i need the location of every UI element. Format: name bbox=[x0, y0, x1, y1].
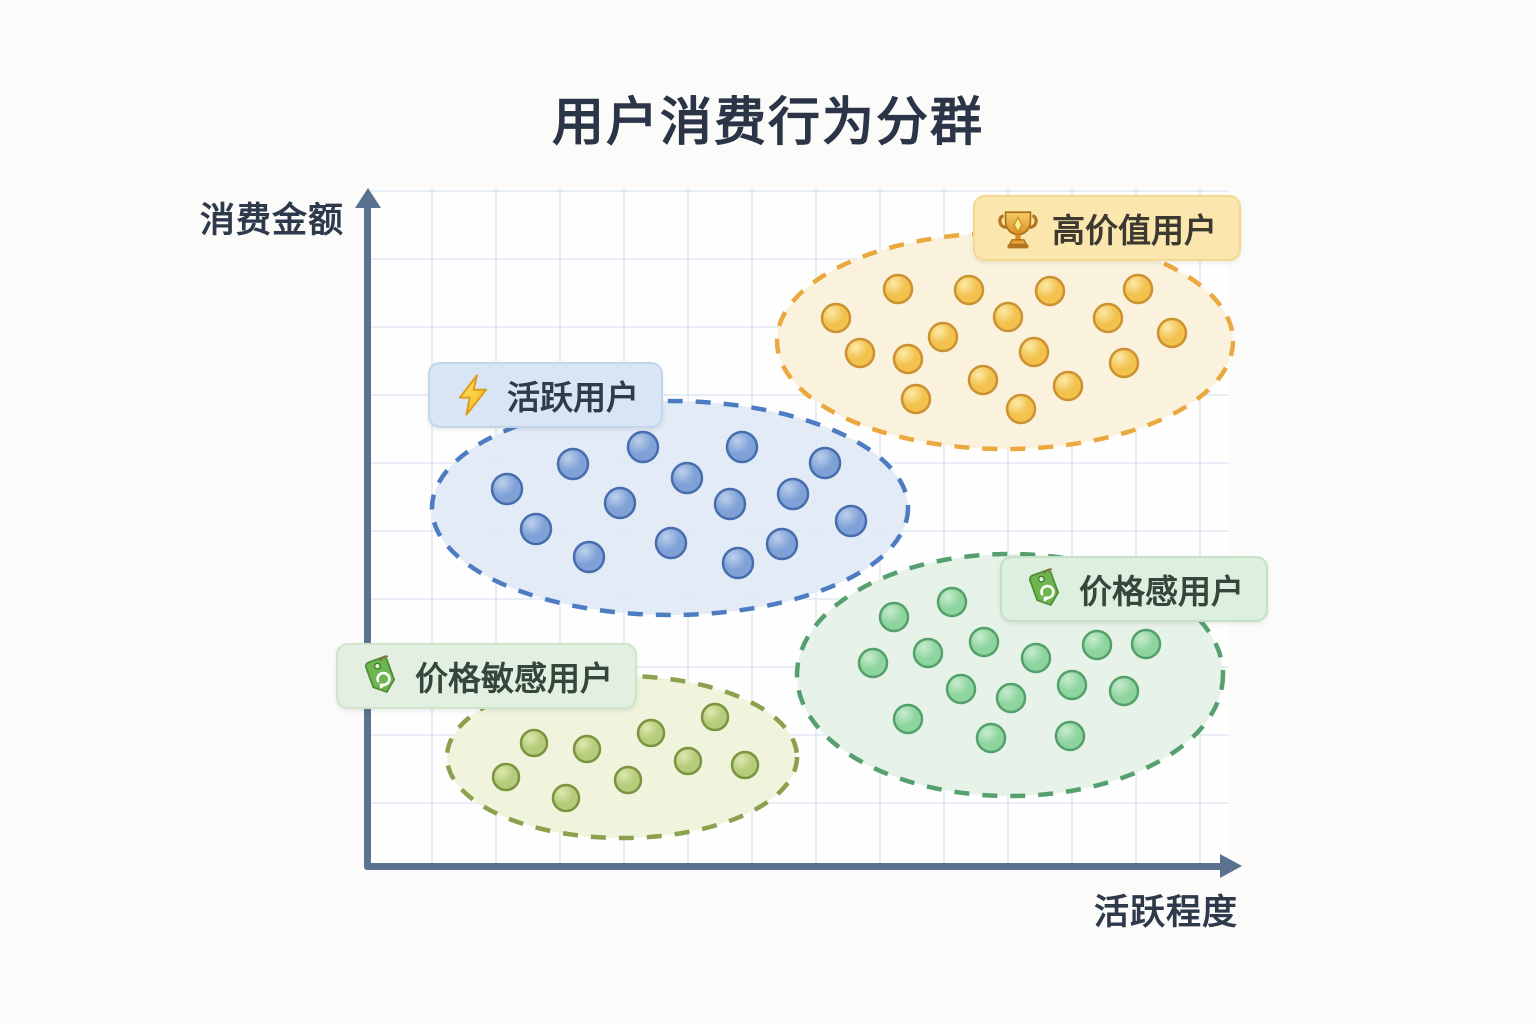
x-axis-label: 活跃程度 bbox=[1094, 893, 1239, 932]
price-tag-icon bbox=[364, 655, 396, 694]
data-point-active bbox=[721, 546, 755, 580]
y-axis-label: 消费金额 bbox=[200, 201, 345, 240]
data-point-high-value bbox=[820, 302, 852, 334]
data-point-price-sensitive bbox=[636, 718, 666, 748]
y-axis-arrow-icon bbox=[355, 188, 381, 208]
data-point-price-sense bbox=[878, 601, 910, 633]
data-point-high-value bbox=[1052, 370, 1084, 402]
data-point-active bbox=[654, 526, 688, 560]
price-tag-icon bbox=[1028, 568, 1060, 607]
data-point-high-value bbox=[900, 383, 932, 415]
data-point-price-sense bbox=[995, 682, 1027, 714]
data-point-price-sense bbox=[1081, 629, 1113, 661]
data-point-high-value bbox=[1034, 275, 1066, 307]
badge-label: 价格敏感用户 bbox=[415, 660, 613, 697]
data-point-price-sensitive bbox=[519, 728, 549, 758]
data-point-price-sense bbox=[1054, 720, 1086, 752]
data-point-active bbox=[670, 461, 704, 495]
data-point-active bbox=[556, 447, 590, 481]
data-point-high-value bbox=[1018, 336, 1050, 368]
data-point-price-sense bbox=[892, 703, 924, 735]
cluster-ellipse-active bbox=[429, 398, 911, 618]
data-point-price-sense bbox=[1130, 628, 1162, 660]
data-point-price-sense bbox=[945, 673, 977, 705]
badge-price-sensitive-users: 价格敏感用户 bbox=[336, 643, 637, 709]
chart-title: 用户消费行为分群 bbox=[551, 94, 984, 152]
data-point-price-sensitive bbox=[572, 734, 602, 764]
data-point-active bbox=[725, 430, 759, 464]
data-point-price-sense bbox=[968, 626, 1000, 658]
data-point-active bbox=[808, 446, 842, 480]
lightning-icon bbox=[458, 374, 488, 416]
data-point-price-sense bbox=[936, 586, 968, 618]
data-point-price-sense bbox=[1020, 642, 1052, 674]
data-point-active bbox=[834, 504, 868, 538]
badge-high-value-users: 高价值用户 bbox=[973, 195, 1241, 261]
data-point-high-value bbox=[844, 337, 876, 369]
badge-label: 活跃用户 bbox=[507, 379, 639, 416]
badge-label: 价格感用户 bbox=[1079, 573, 1244, 610]
data-point-price-sensitive bbox=[613, 765, 643, 795]
data-point-price-sensitive bbox=[491, 762, 521, 792]
x-axis-line bbox=[364, 863, 1222, 870]
data-point-high-value bbox=[1005, 393, 1037, 425]
data-point-price-sensitive bbox=[673, 746, 703, 776]
data-point-high-value bbox=[1122, 273, 1154, 305]
data-point-active bbox=[490, 472, 524, 506]
data-point-active bbox=[572, 540, 606, 574]
data-point-price-sensitive bbox=[551, 783, 581, 813]
badge-active-users: 活跃用户 bbox=[428, 362, 663, 428]
data-point-active bbox=[603, 486, 637, 520]
data-point-price-sense bbox=[1108, 675, 1140, 707]
badge-price-sense-users: 价格感用户 bbox=[1000, 556, 1268, 622]
data-point-high-value bbox=[967, 364, 999, 396]
data-point-high-value bbox=[1156, 317, 1188, 349]
data-point-price-sense bbox=[1056, 669, 1088, 701]
trophy-icon bbox=[998, 211, 1038, 249]
data-point-active bbox=[519, 512, 553, 546]
data-point-high-value bbox=[1092, 302, 1124, 334]
data-point-high-value bbox=[992, 301, 1024, 333]
data-point-price-sense bbox=[975, 722, 1007, 754]
data-point-high-value bbox=[892, 343, 924, 375]
data-point-price-sensitive bbox=[700, 702, 730, 732]
data-point-high-value bbox=[953, 274, 985, 306]
y-axis-line bbox=[364, 206, 371, 868]
data-point-price-sense bbox=[857, 647, 889, 679]
data-point-high-value bbox=[882, 273, 914, 305]
data-point-high-value bbox=[1108, 347, 1140, 379]
badge-label: 高价值用户 bbox=[1052, 212, 1217, 249]
data-point-active bbox=[626, 430, 660, 464]
data-point-high-value bbox=[927, 321, 959, 353]
data-point-active bbox=[713, 487, 747, 521]
data-point-active bbox=[765, 527, 799, 561]
data-point-active bbox=[776, 477, 810, 511]
data-point-price-sensitive bbox=[730, 750, 760, 780]
data-point-price-sense bbox=[912, 637, 944, 669]
x-axis-arrow-icon bbox=[1220, 854, 1242, 878]
